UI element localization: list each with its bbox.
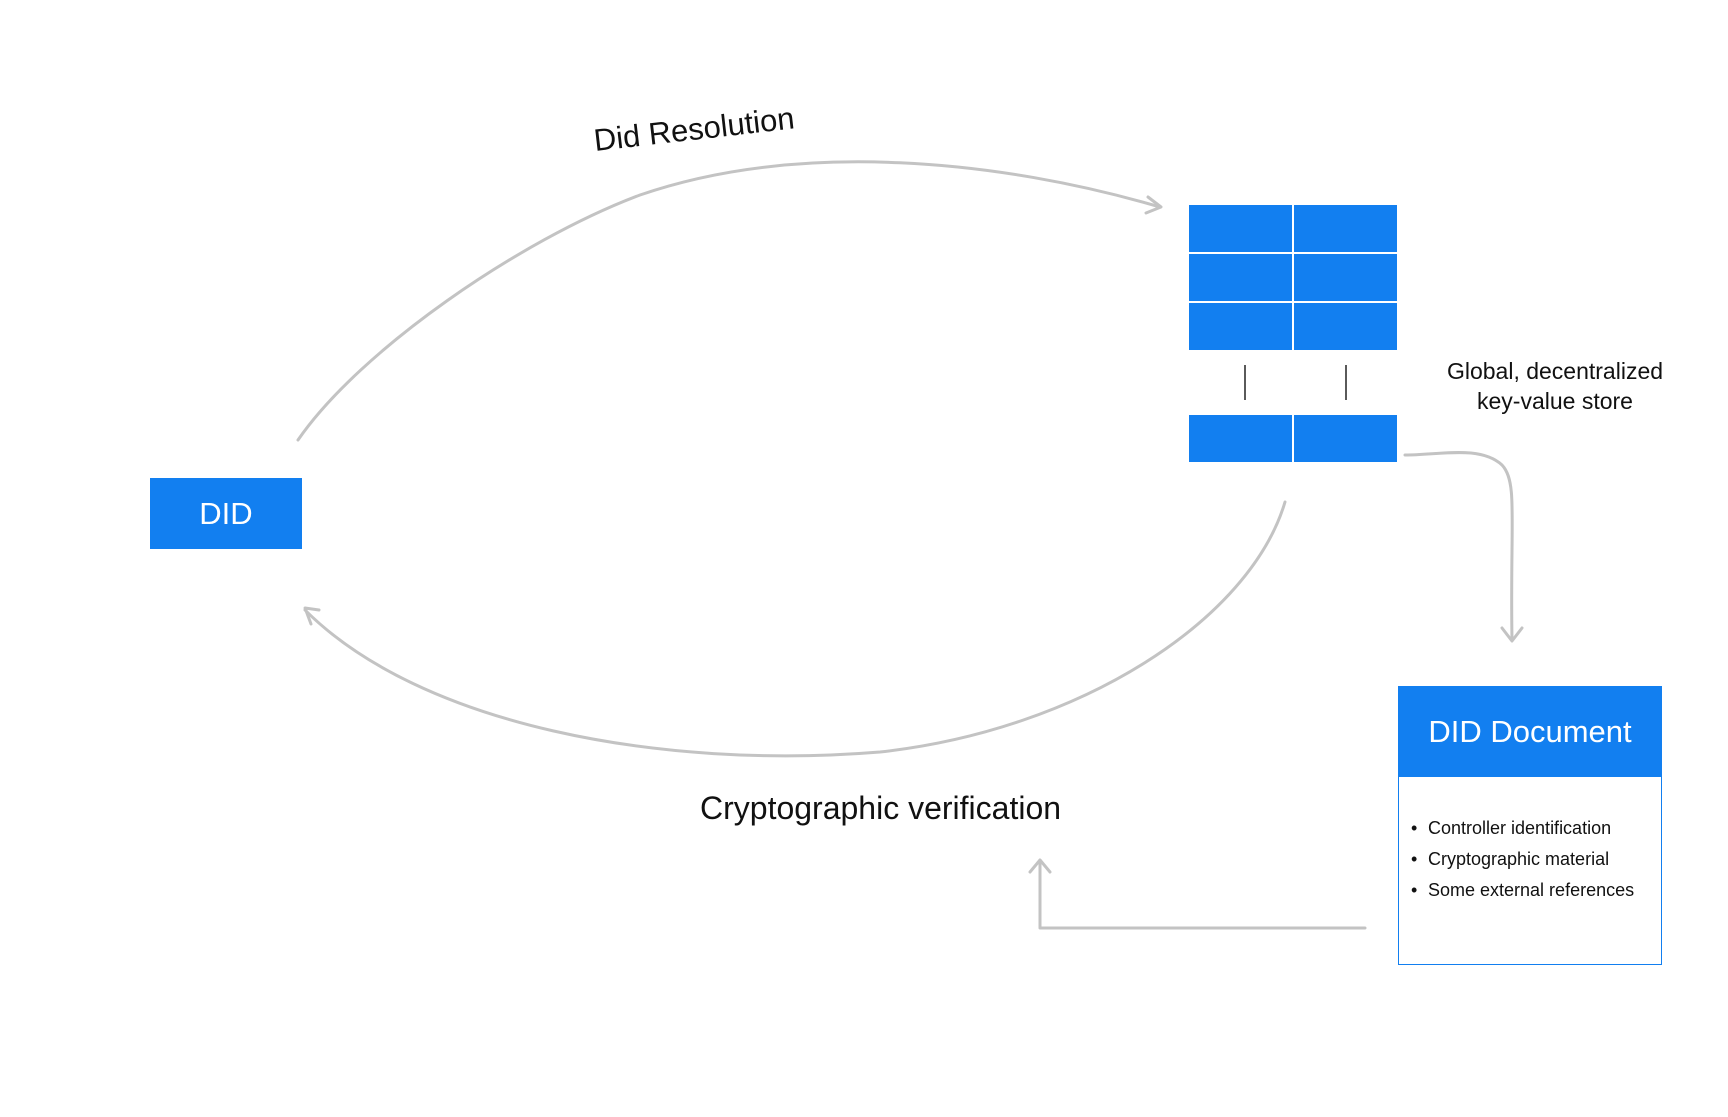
- cryptographic-verification-label: Cryptographic verification: [700, 790, 1062, 826]
- store-cell: [1189, 254, 1292, 301]
- store-cell: [1294, 254, 1397, 301]
- did-document-list: Controller identification Cryptographic …: [1399, 813, 1661, 906]
- cryptographic-verification-arrow: [303, 500, 1287, 758]
- store-cell: [1294, 303, 1397, 350]
- list-item: Cryptographic material: [1411, 844, 1661, 875]
- did-document-card: DID Document Controller identification C…: [1398, 686, 1662, 965]
- store-cell: [1294, 205, 1397, 252]
- store-cell: [1189, 415, 1292, 462]
- did-box: DID: [150, 478, 302, 549]
- did-document-title: DID Document: [1399, 687, 1661, 777]
- did-resolution-arrowhead: [1144, 195, 1163, 215]
- document-to-verification-arrow: [1038, 860, 1367, 930]
- store-cell: [1189, 205, 1292, 252]
- list-item: Controller identification: [1411, 813, 1661, 844]
- document-to-verification-arrowhead: [1028, 858, 1052, 874]
- store-cell: [1189, 303, 1292, 350]
- store-label: Global, decentralized key-value store: [1420, 356, 1690, 416]
- did-box-label: DID: [199, 495, 253, 531]
- store-to-document-arrowhead: [1500, 626, 1524, 643]
- store-to-document-arrow: [1403, 451, 1514, 642]
- list-item: Some external references: [1411, 875, 1661, 906]
- store-label-line2: key-value store: [1477, 388, 1633, 414]
- store-label-line1: Global, decentralized: [1446, 358, 1664, 384]
- did-resolution-arrow: [296, 160, 1162, 442]
- cryptographic-verification-arrowhead: [303, 606, 321, 626]
- store-cell: [1294, 415, 1397, 462]
